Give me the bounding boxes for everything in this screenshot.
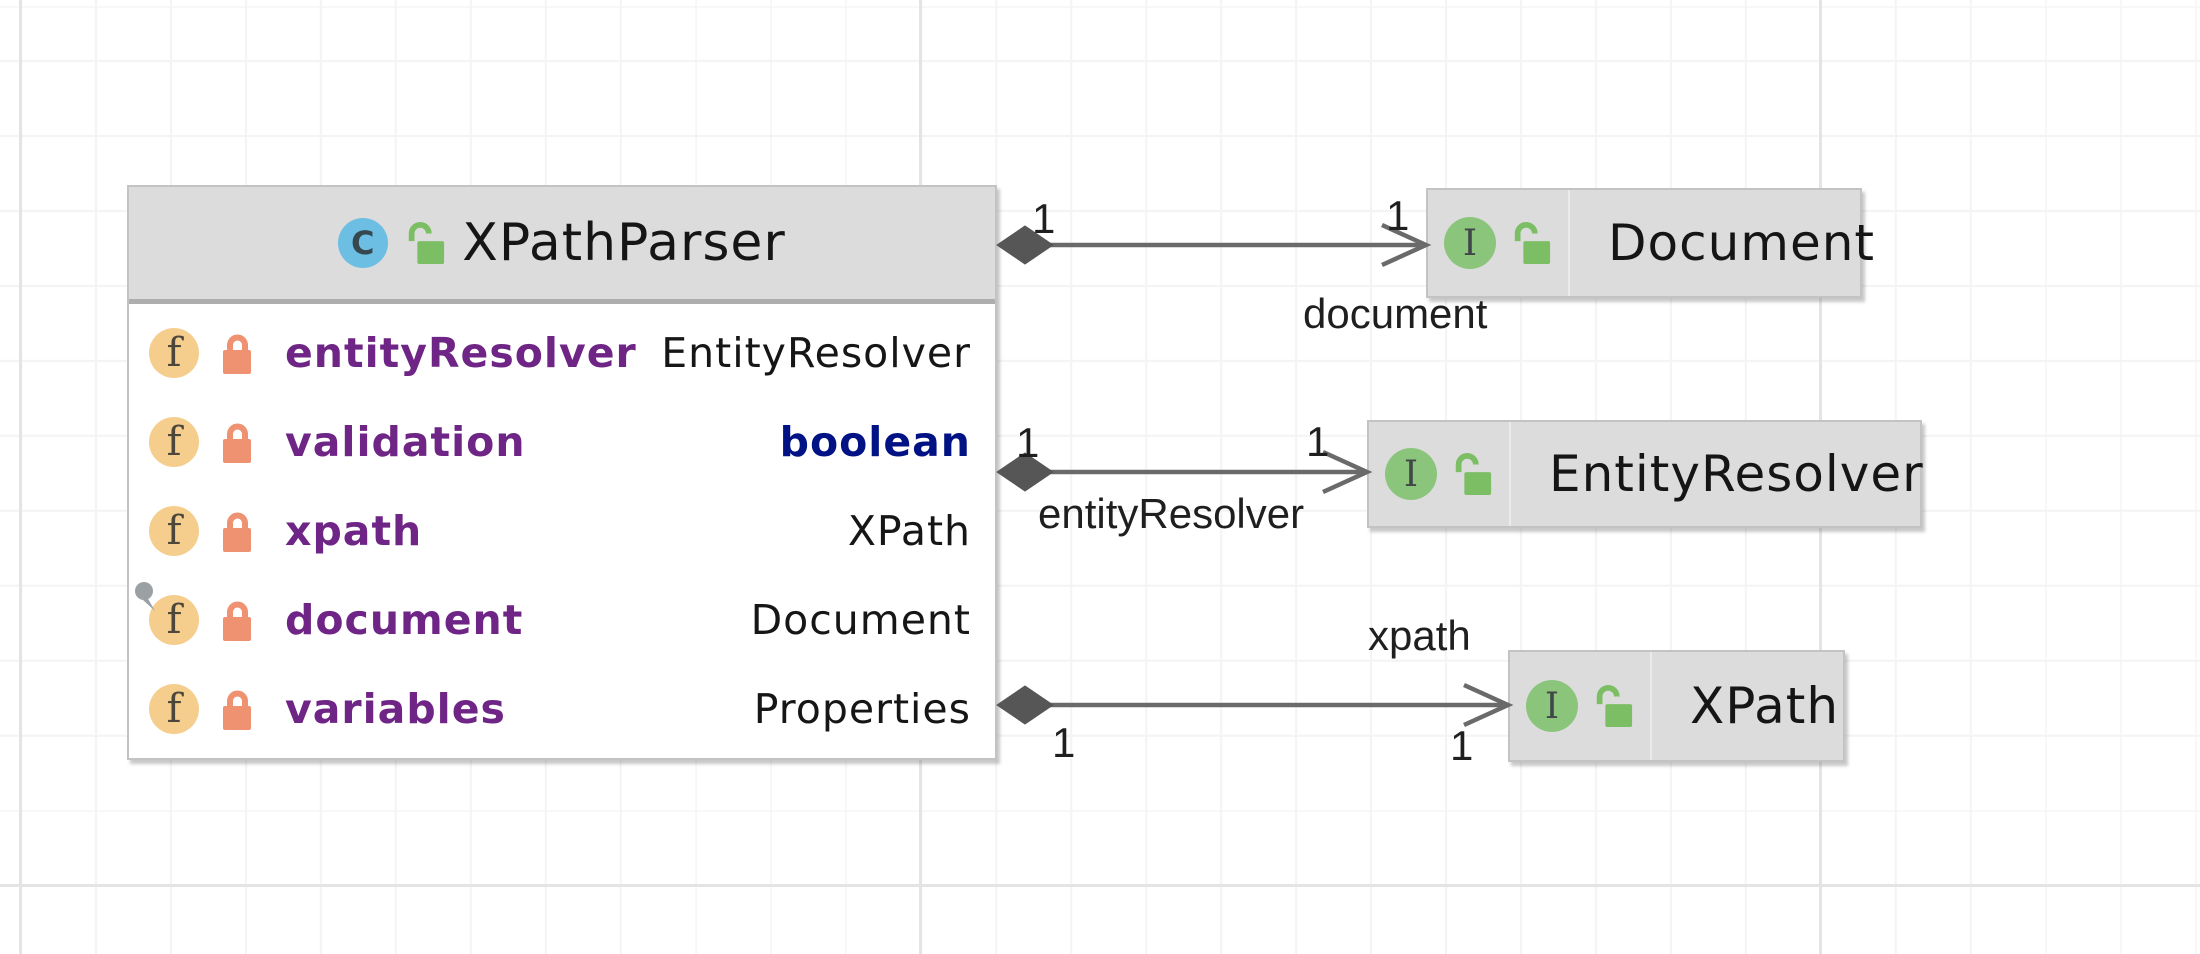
field-row-entityresolver[interactable]: f entityResolver EntityResolver	[129, 308, 995, 397]
interface-name: EntityResolver	[1549, 445, 1924, 503]
field-row-document[interactable]: f document Document	[129, 576, 995, 665]
edge-label: xpath	[1368, 612, 1471, 659]
field-row-validation[interactable]: f validation boolean	[129, 397, 995, 486]
open-lock-icon	[408, 222, 445, 264]
edge-source-multiplicity: 1	[1052, 719, 1075, 766]
interface-icon: I	[1526, 680, 1578, 732]
field-name: validation	[285, 417, 526, 466]
field-type: Document	[750, 596, 971, 645]
interface-name: Document	[1608, 214, 1876, 272]
interface-icon-zone: I	[1510, 652, 1652, 760]
class-body: f entityResolver EntityResolver f valida…	[129, 304, 995, 758]
edge-target-multiplicity: 1	[1450, 722, 1473, 769]
field-name: document	[285, 596, 524, 645]
field-row-xpath[interactable]: f xpath XPath	[129, 486, 995, 575]
private-lock-icon	[223, 601, 251, 642]
private-lock-icon	[223, 512, 251, 552]
field-type: Properties	[753, 685, 971, 734]
class-node-xpathparser[interactable]: C XPathParser f entityResolver EntityRes…	[127, 185, 997, 760]
edge-source-multiplicity: 1	[1016, 419, 1039, 466]
edge-target-multiplicity: 1	[1386, 192, 1409, 239]
field-name: xpath	[285, 507, 423, 555]
field-icon: f	[149, 416, 199, 467]
interface-node-document[interactable]: I Document	[1426, 188, 1874, 298]
private-lock-icon	[223, 690, 251, 731]
private-lock-icon	[223, 423, 251, 463]
field-icon: f	[149, 327, 199, 378]
interface-icon-zone: I	[1428, 190, 1570, 296]
edge-document[interactable]: 1 1 document	[996, 192, 1488, 337]
pin-icon	[135, 582, 155, 612]
edge-entityresolver[interactable]: 1 1 entityResolver	[996, 418, 1373, 537]
open-lock-icon	[1514, 222, 1551, 264]
field-type: XPath	[847, 507, 971, 555]
field-type: boolean	[779, 417, 971, 466]
open-lock-icon	[1455, 453, 1492, 495]
interface-icon: I	[1385, 448, 1437, 500]
field-icon: f	[135, 582, 199, 646]
field-name: variables	[285, 685, 506, 734]
grid-major-line	[0, 884, 2200, 887]
edge-xpath[interactable]: 1 1 xpath	[996, 612, 1514, 769]
interface-node-entityresolver[interactable]: I EntityResolver	[1367, 420, 1924, 528]
field-type: EntityResolver	[661, 328, 971, 377]
grid-major-line	[19, 0, 22, 954]
class-name: XPathParser	[462, 213, 786, 273]
class-header[interactable]: C XPathParser	[129, 187, 995, 304]
field-icon: f	[149, 684, 199, 735]
edge-label: entityResolver	[1038, 490, 1304, 537]
interface-icon-zone: I	[1369, 422, 1511, 526]
edge-source-multiplicity: 1	[1032, 195, 1055, 242]
edge-target-multiplicity: 1	[1306, 418, 1329, 465]
interface-node-xpath[interactable]: I XPath	[1508, 650, 1845, 762]
field-row-variables[interactable]: f variables Properties	[129, 665, 995, 754]
field-icon: f	[149, 506, 199, 556]
open-lock-icon	[1596, 685, 1633, 727]
private-lock-icon	[223, 334, 251, 374]
interface-icon: I	[1444, 217, 1496, 269]
interface-name: XPath	[1690, 677, 1840, 735]
field-name: entityResolver	[285, 328, 637, 377]
class-icon: C	[338, 218, 389, 268]
